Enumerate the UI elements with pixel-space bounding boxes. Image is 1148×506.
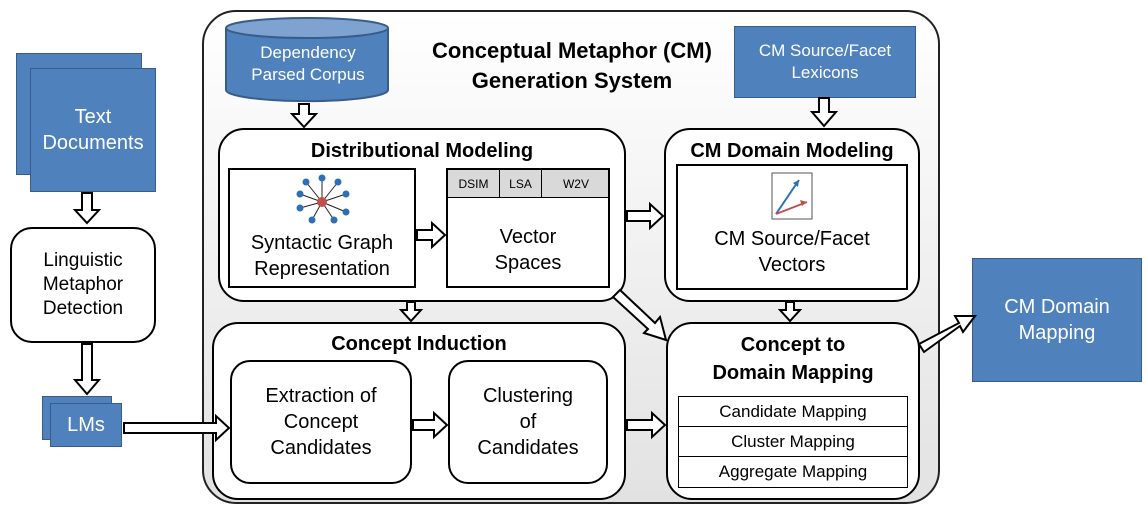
cm-domain-mapping-output: CM Domain Mapping	[972, 258, 1142, 382]
concept-to-domain-title: Concept to Domain Mapping	[712, 334, 874, 384]
syntactic-graph-label: Syntactic Graph Representation	[250, 232, 394, 280]
arrow-documents-to-detection	[72, 192, 102, 225]
text-documents: Text Documents	[30, 68, 156, 192]
vector-spaces-label: Vector Spaces	[494, 226, 562, 274]
linguistic-metaphor-detection: Linguistic Metaphor Detection	[10, 227, 156, 343]
corpus-label: Dependency Parsed Corpus	[251, 43, 365, 84]
clustering-box: Clustering of Candidates	[448, 360, 608, 484]
corpus-database-icon	[225, 17, 389, 103]
distributional-modeling-title: Distributional Modeling	[310, 139, 534, 162]
vector-spaces-box: DSIM LSA W2V Vector Spaces	[446, 168, 610, 288]
cm-domain-modeling-title: CM Domain Modeling	[690, 139, 894, 162]
vector-axes-icon	[771, 172, 813, 220]
cluster-mapping-row: Cluster Mapping	[679, 427, 907, 457]
extraction-box: Extraction of Concept Candidates	[230, 360, 412, 484]
arrow-detection-to-lms	[72, 343, 102, 396]
tab-lsa: LSA	[500, 170, 542, 198]
candidate-mapping-row: Candidate Mapping	[679, 397, 907, 427]
graph-network-icon	[296, 174, 350, 224]
cm-vectors-label: CM Source/Facet Vectors	[714, 228, 870, 276]
tab-w2v: W2V	[542, 170, 608, 198]
aggregate-mapping-row: Aggregate Mapping	[718, 462, 868, 481]
tab-dsim: DSIM	[448, 170, 500, 198]
cm-lexicons: CM Source/Facet Lexicons	[734, 26, 916, 98]
concept-induction-title: Concept Induction	[331, 332, 507, 355]
system-title: Conceptual Metaphor (CM) Generation Syst…	[432, 38, 712, 93]
mapping-table: Candidate Mapping Cluster Mapping Aggreg…	[678, 396, 908, 488]
lms-box: LMs	[50, 403, 122, 447]
